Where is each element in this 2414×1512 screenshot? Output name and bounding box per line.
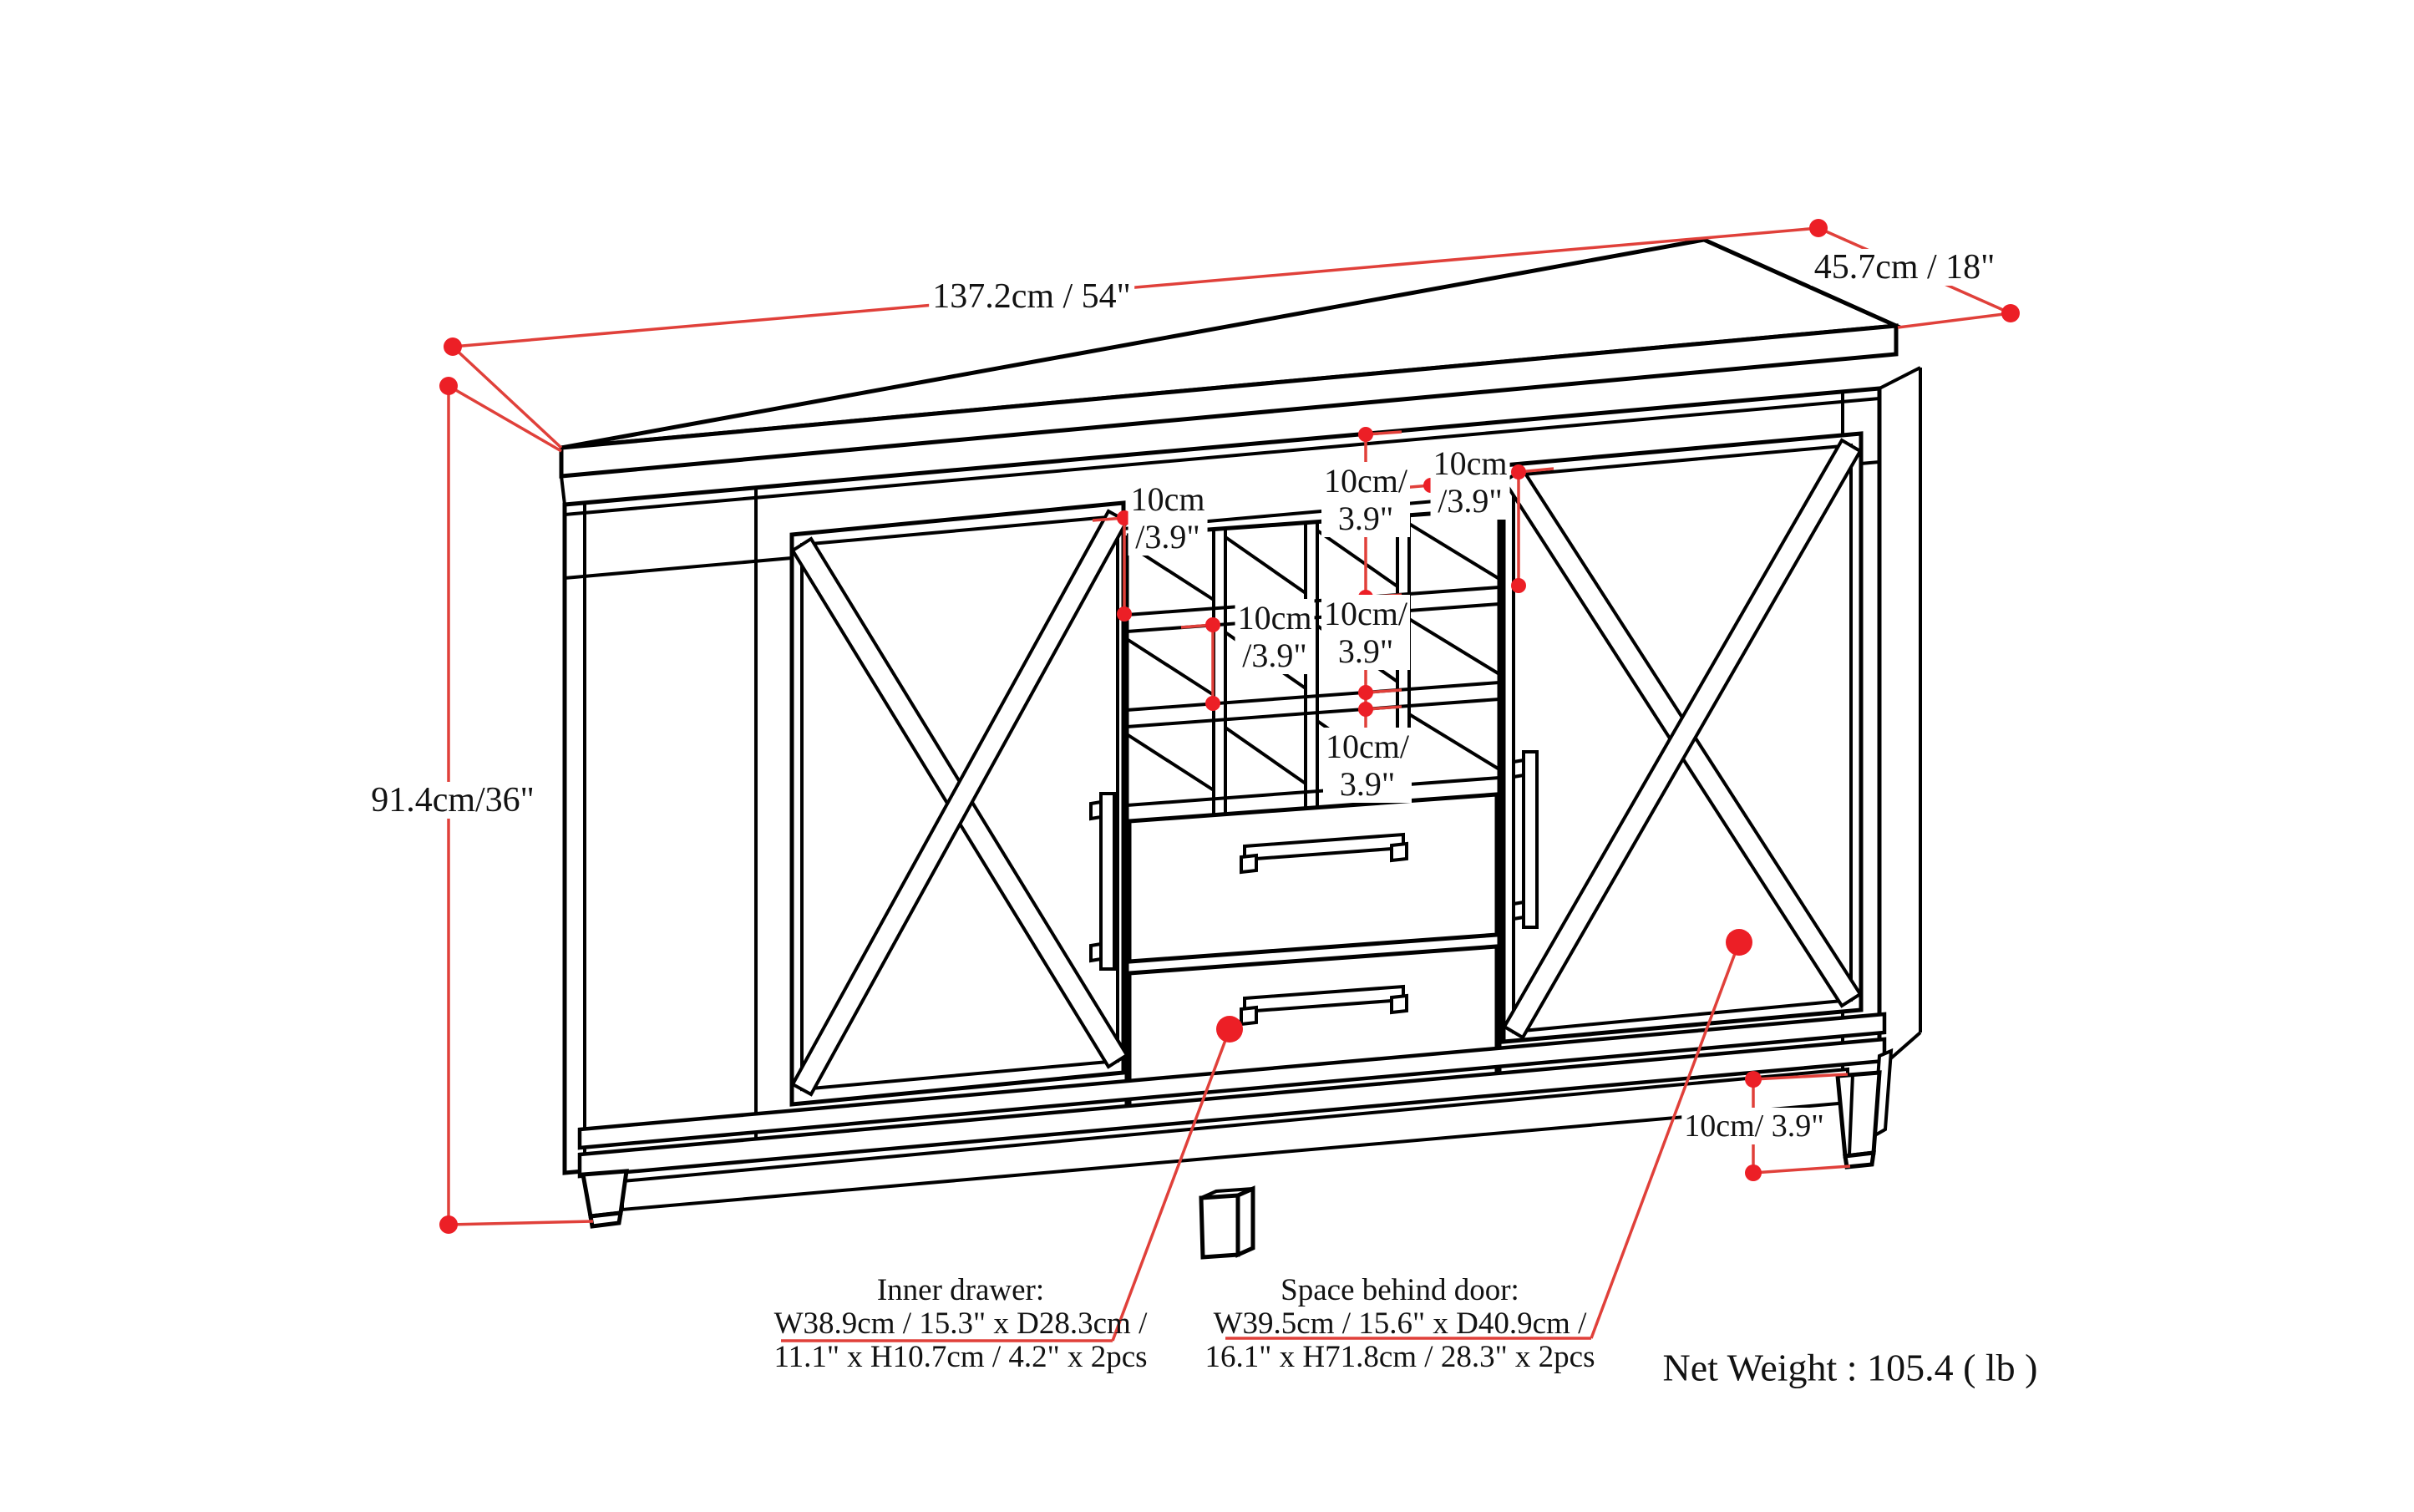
left-door: [789, 500, 1129, 1107]
center-foot: [1199, 1185, 1255, 1260]
front-left-leg: [581, 1169, 629, 1229]
width-dimension: [451, 226, 1819, 449]
rack-dim-label: 10cm/ 3.9": [1321, 595, 1410, 670]
drawer-top: [1127, 792, 1499, 964]
inner-drawer-callout: Inner drawer: W38.9cm / 15.3" x D28.3cm …: [773, 1273, 1148, 1374]
callout-title: Inner drawer:: [876, 1273, 1045, 1307]
rack-dim-label: 10cm /3.9": [1430, 444, 1510, 520]
callout-title: Space behind door:: [1281, 1273, 1519, 1307]
behind-door-dot: [1726, 929, 1752, 956]
width-dimension-label: 137.2cm / 54": [929, 278, 1134, 315]
height-dimension-label: 91.4cm/36": [368, 782, 538, 819]
door-handle-icon: [1512, 750, 1539, 929]
legs: [581, 1048, 1894, 1260]
base-rails: [577, 1012, 1887, 1212]
depth-dimension-label: 45.7cm / 18": [1810, 249, 1999, 286]
left-door-x-brace: [790, 509, 1129, 1097]
dimension-dots: [439, 219, 2020, 1234]
right-door: [1501, 431, 1864, 1044]
door-handle-icon: [1089, 792, 1116, 971]
callout-leaders: [781, 941, 1741, 1342]
leg-height-label: 10cm/ 3.9": [1681, 1108, 1827, 1144]
tabletop: [559, 237, 1904, 505]
rack-dim-label: 10cm /3.9": [1235, 599, 1315, 674]
drawer-handle-icon: [1240, 832, 1408, 875]
drawer-handle-icon: [1240, 984, 1408, 1027]
front-right-leg: [1835, 1048, 1894, 1170]
rack-dim-label: 10cm/ 3.9": [1321, 462, 1410, 537]
net-weight-label: Net Weight : 105.4 ( lb ): [1662, 1346, 2038, 1389]
drawers: [1127, 792, 1499, 1123]
rack-dim-label: 10cm/ 3.9": [1323, 728, 1412, 803]
rack-dim-label: 10cm /3.9": [1128, 480, 1208, 556]
inner-drawer-dot: [1216, 1016, 1243, 1043]
right-door-x-brace: [1502, 438, 1863, 1040]
space-behind-door-callout: Space behind door: W39.5cm / 15.6" x D40…: [1204, 1273, 1595, 1374]
